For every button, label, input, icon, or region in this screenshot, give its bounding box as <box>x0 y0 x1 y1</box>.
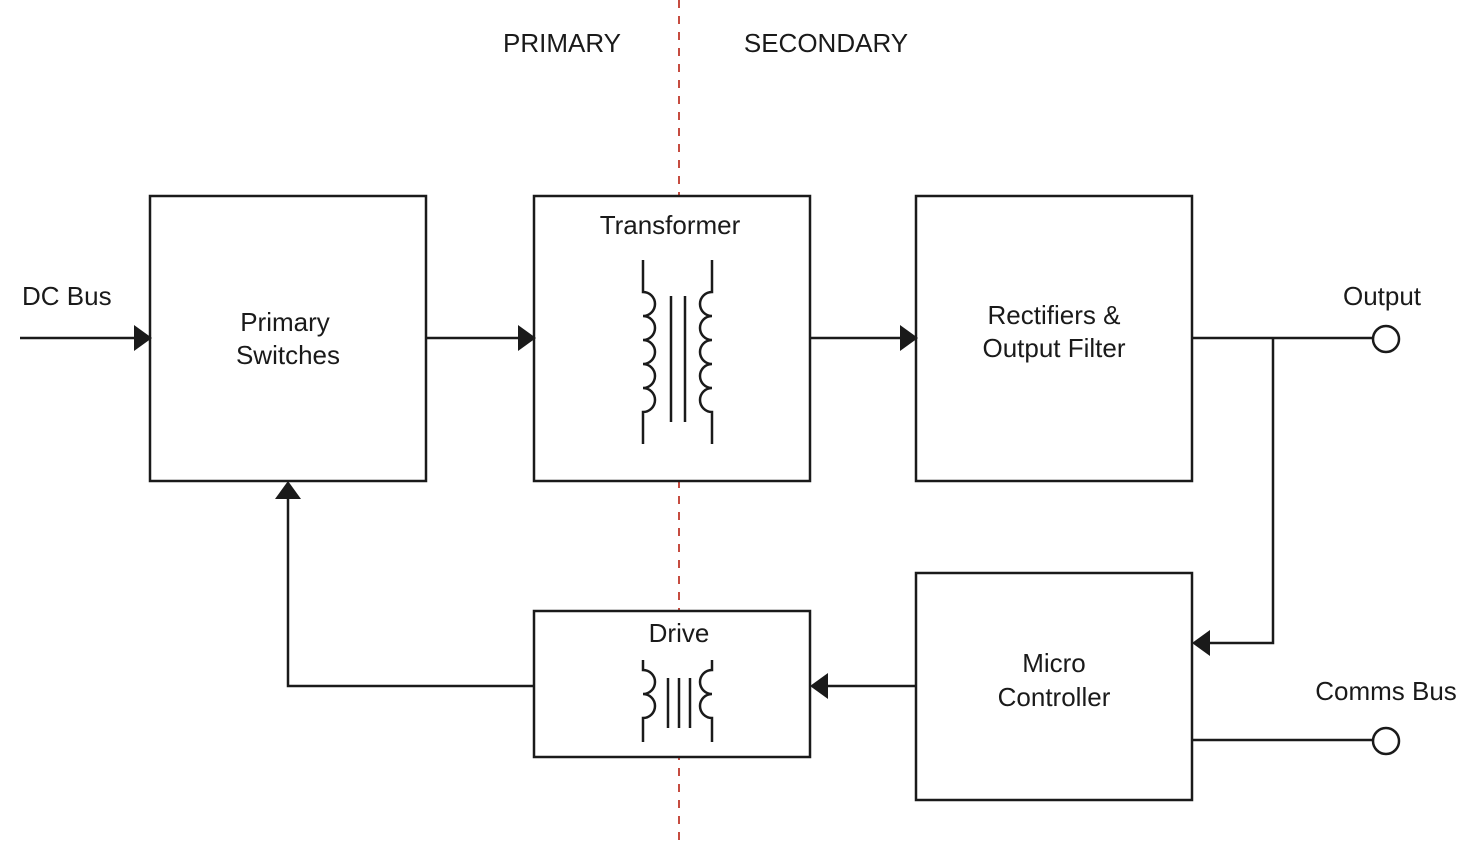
micro-controller-block <box>914 571 1194 802</box>
transformer-icon <box>641 260 714 444</box>
micro-controller-label-line1: Micro <box>1022 648 1086 678</box>
rectifiers-label-line1: Rectifiers & <box>988 300 1121 330</box>
dc-bus-label: DC Bus <box>22 281 112 311</box>
drive-block <box>532 609 812 759</box>
primary-side-label: PRIMARY <box>503 28 621 58</box>
drive-to-switches-arrowhead <box>275 481 301 499</box>
rectifiers-output-filter-block <box>914 194 1194 483</box>
feedback-arrowhead <box>1192 630 1210 656</box>
rectifiers-label-line2: Output Filter <box>982 333 1125 363</box>
primary-switches-block <box>148 194 428 483</box>
controller-to-drive-arrowhead <box>810 673 828 699</box>
transformer-to-rectifiers-arrowhead <box>900 325 918 351</box>
output-terminal <box>1371 324 1401 354</box>
primary-switches-label-line1: Primary <box>240 307 330 337</box>
output-label: Output <box>1343 281 1422 311</box>
switches-to-transformer-arrowhead <box>518 325 536 351</box>
secondary-side-label: SECONDARY <box>744 28 908 58</box>
isolation-transformer-icon <box>641 660 714 742</box>
feedback-wire <box>1210 338 1275 645</box>
drive-to-switches-wire <box>286 499 534 688</box>
primary-switches-label-line2: Switches <box>236 340 340 370</box>
dc-bus-arrowhead <box>134 325 152 351</box>
comms-bus-terminal <box>1371 726 1401 756</box>
drive-label: Drive <box>649 618 710 648</box>
transformer-label: Transformer <box>600 210 741 240</box>
comms-bus-label: Comms Bus <box>1315 676 1457 706</box>
micro-controller-label-line2: Controller <box>998 682 1111 712</box>
